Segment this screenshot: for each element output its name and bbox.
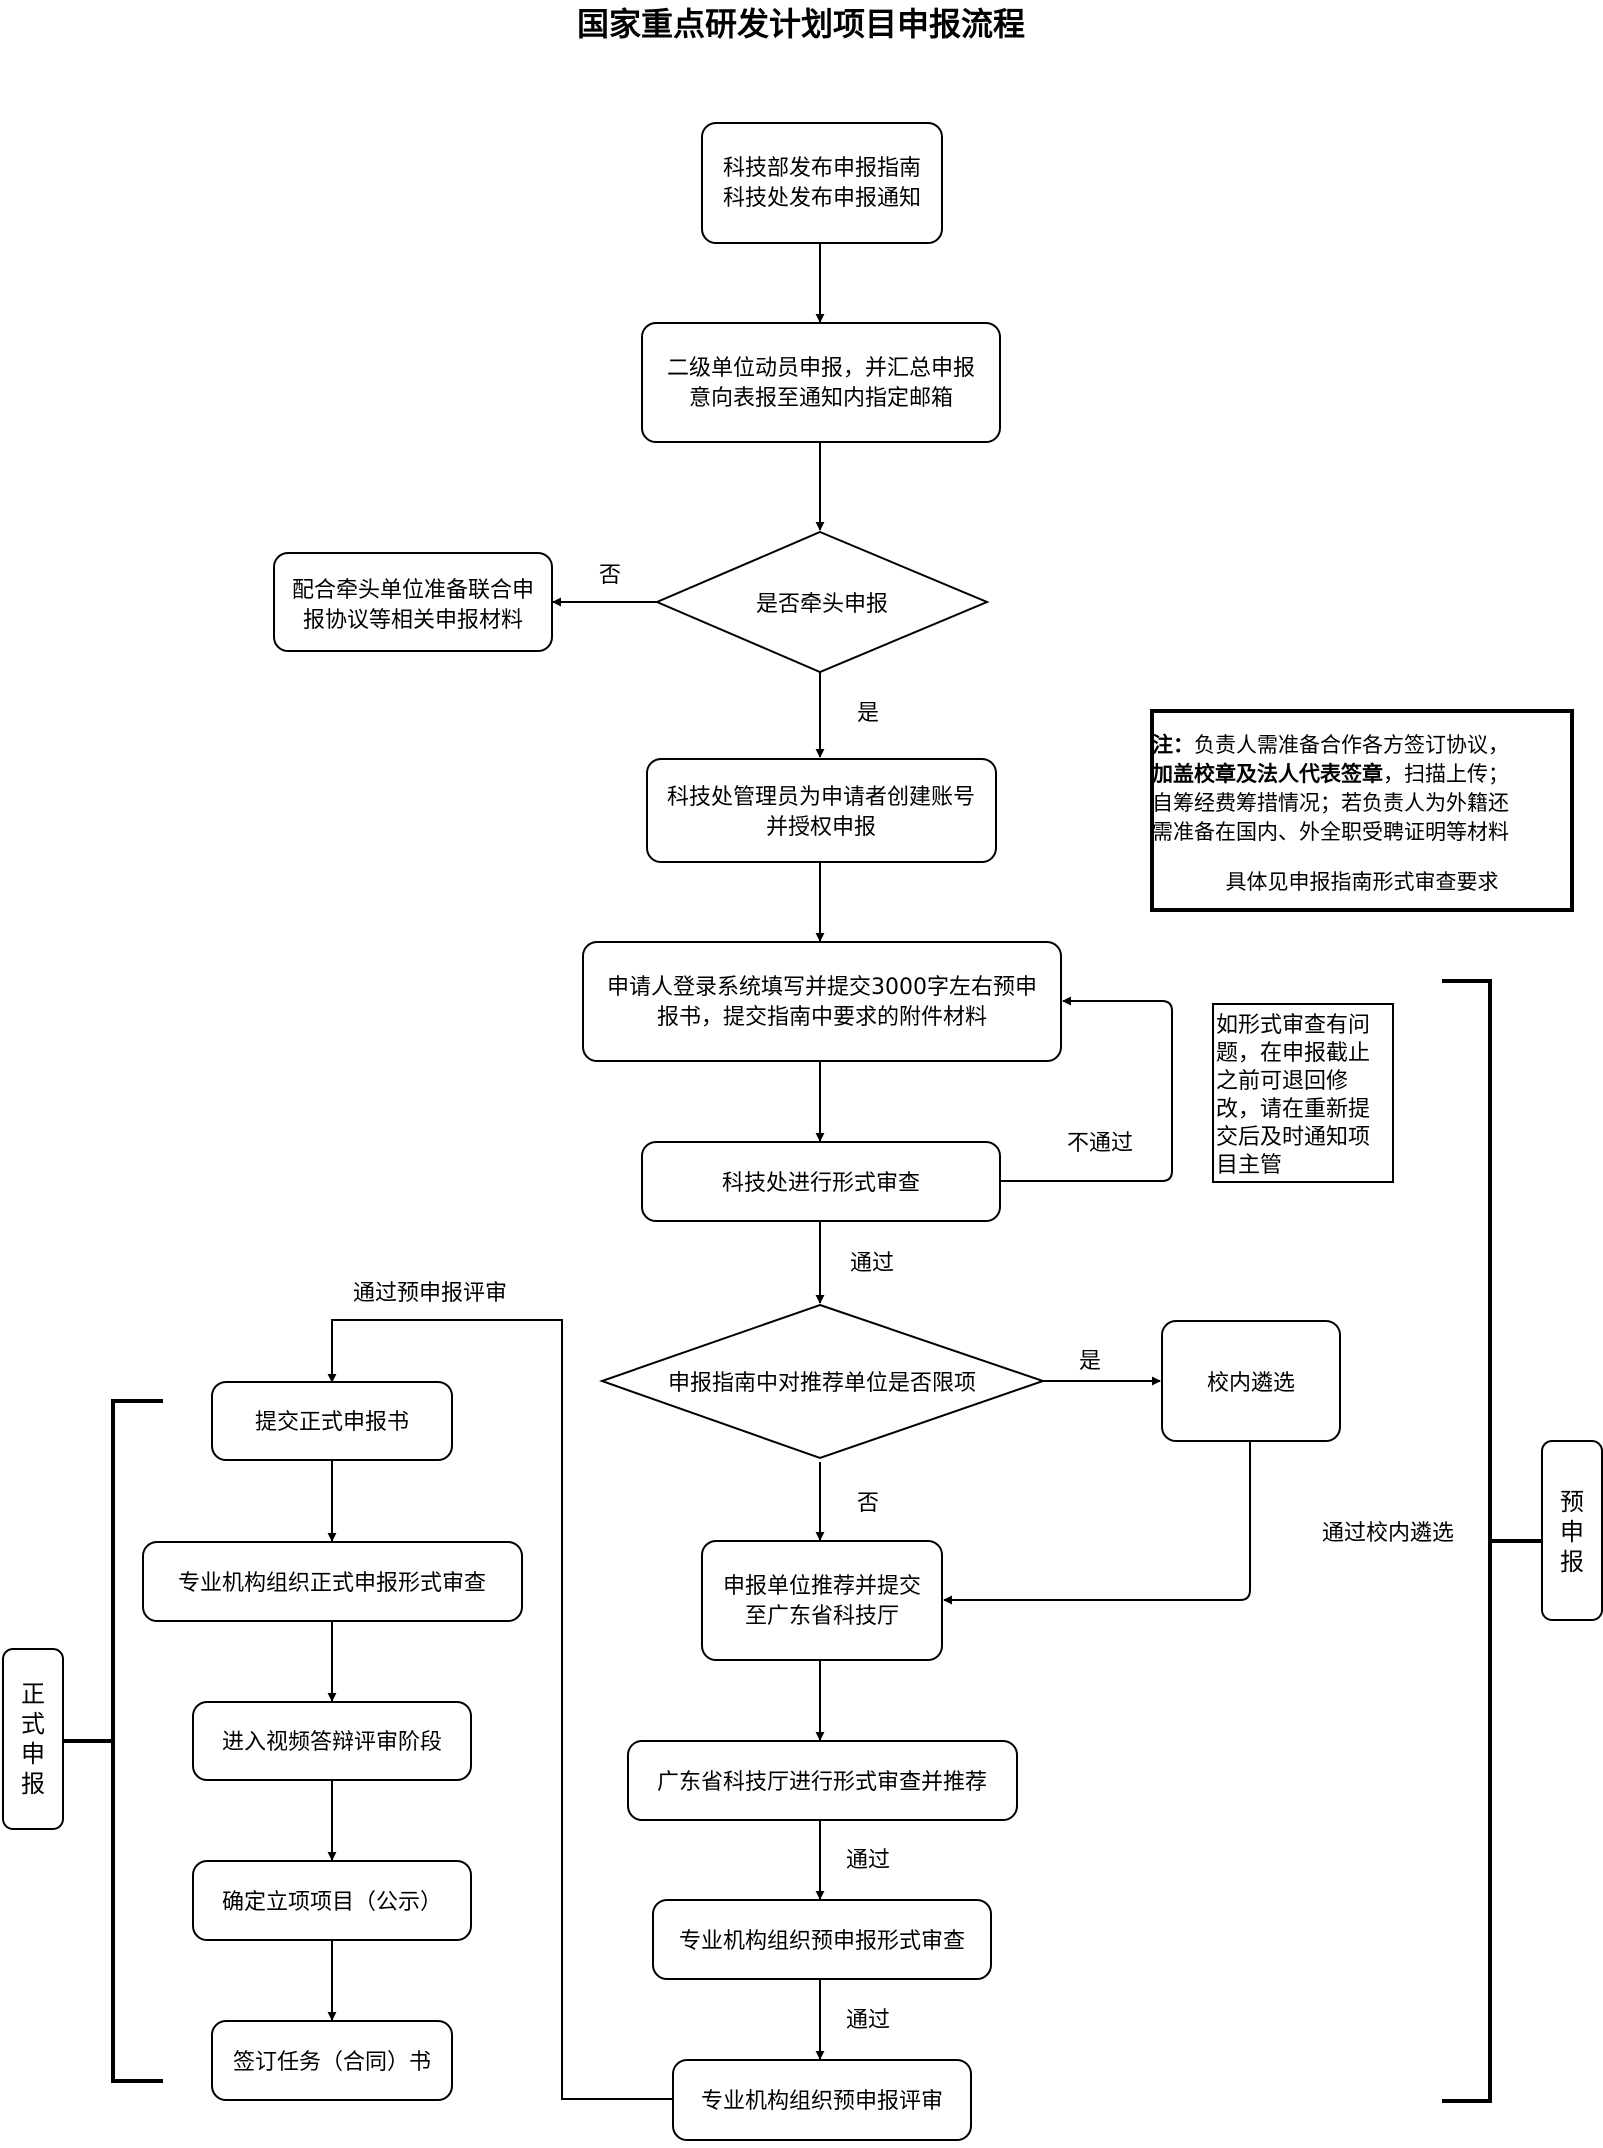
- decision-lead: 是否牵头申报: [654, 530, 990, 674]
- edge-label-pass-internal: 通过校内遴选: [1322, 1521, 1454, 1546]
- node-internal-selection: 校内遴选: [1161, 1320, 1341, 1442]
- node-sign-contract: 签订任务（合同）书: [211, 2020, 453, 2101]
- edge-label-no-lead: 否: [599, 563, 621, 588]
- svg-text:专业机构组织预申报评审: 专业机构组织预申报评审: [701, 2089, 943, 2114]
- svg-text:配合牵头单位准备联合申: 配合牵头单位准备联合申: [292, 578, 534, 603]
- svg-text:科技处进行形式审查: 科技处进行形式审查: [722, 1171, 920, 1196]
- node-video-defense: 进入视频答辩评审阶段: [192, 1701, 472, 1781]
- svg-text:目主管: 目主管: [1216, 1153, 1282, 1178]
- node-pre-formal-check: 专业机构组织预申报形式审查: [652, 1899, 992, 1980]
- edge-label-yes-limit: 是: [1079, 1349, 1101, 1374]
- edge-label-fail: 不通过: [1067, 1131, 1133, 1156]
- edge-label-pass3: 通过: [846, 2008, 890, 2033]
- svg-text:并授权申报: 并授权申报: [766, 815, 876, 840]
- node-pre-review: 专业机构组织预申报评审: [672, 2059, 972, 2141]
- svg-text:报协议等相关申报材料: 报协议等相关申报材料: [303, 608, 523, 633]
- node-publish-guide: 科技部发布申报指南 科技处发布申报通知: [701, 122, 943, 244]
- note-box: 注：负责人需准备合作各方签订协议， 加盖校章及法人代表签章，扫描上传； 自筹经费…: [1150, 709, 1574, 912]
- node-confirm-projects: 确定立项项目（公示）: [192, 1860, 472, 1941]
- edge-label-pass-pre-review: 通过预申报评审: [353, 1281, 507, 1306]
- side-note-box: 如形式审查有问 题，在申报截止 之前可退回修 改，请在重新提 交后及时通知项 目…: [1212, 1003, 1394, 1183]
- bracket-pre-application: [1442, 979, 1542, 2103]
- svg-text:专业机构组织预申报形式审查: 专业机构组织预申报形式审查: [679, 1929, 965, 1954]
- svg-text:申: 申: [21, 1740, 45, 1768]
- stage-formal-application: 正 式 申 报: [2, 1648, 64, 1830]
- node-submit-formal: 提交正式申报书: [211, 1381, 453, 1461]
- bracket-formal-application: [63, 1399, 163, 2083]
- node-gd-check: 广东省科技厅进行形式审查并推荐: [627, 1740, 1018, 1821]
- svg-text:申请人登录系统填写并提交3000字左右预申: 申请人登录系统填写并提交3000字左右预申: [607, 975, 1037, 1000]
- svg-text:式: 式: [21, 1710, 45, 1738]
- edge-n6-n7: [943, 1441, 1251, 1605]
- note-line3: 自筹经费筹措情况；若负责人为外籍还: [1152, 791, 1509, 815]
- stage-pre-application: 预 申 报: [1541, 1440, 1603, 1621]
- svg-text:加盖校章及法人代表签章，扫描上传；: 加盖校章及法人代表签章，扫描上传；: [1151, 762, 1509, 786]
- edge-label-pass1: 通过: [850, 1251, 894, 1276]
- svg-text:科技处管理员为申请者创建账号: 科技处管理员为申请者创建账号: [667, 785, 975, 810]
- svg-text:是否牵头申报: 是否牵头申报: [756, 592, 888, 617]
- svg-text:意向表报至通知内指定邮箱: 意向表报至通知内指定邮箱: [689, 386, 953, 411]
- svg-text:题，在申报截止: 题，在申报截止: [1216, 1041, 1370, 1066]
- note-bold: 加盖校章及法人代表签章: [1151, 762, 1383, 786]
- svg-text:确定立项项目（公示）: 确定立项项目（公示）: [222, 1890, 442, 1915]
- note-line2: ，扫描上传；: [1383, 762, 1509, 786]
- svg-text:申报指南中对推荐单位是否限项: 申报指南中对推荐单位是否限项: [668, 1371, 976, 1396]
- svg-text:改，请在重新提: 改，请在重新提: [1216, 1097, 1370, 1122]
- svg-text:签订任务（合同）书: 签订任务（合同）书: [233, 2050, 431, 2075]
- node-recommend-submit: 申报单位推荐并提交 至广东省科技厅: [701, 1540, 943, 1661]
- svg-text:进入视频答辩评审阶段: 进入视频答辩评审阶段: [222, 1730, 442, 1755]
- note-label: 注：: [1152, 733, 1194, 757]
- svg-text:广东省科技厅进行形式审查并推荐: 广东省科技厅进行形式审查并推荐: [657, 1770, 987, 1795]
- svg-text:申: 申: [1560, 1518, 1584, 1546]
- svg-text:提交正式申报书: 提交正式申报书: [255, 1410, 409, 1435]
- svg-text:专业机构组织正式申报形式审查: 专业机构组织正式申报形式审查: [178, 1571, 486, 1596]
- note-line5: 具体见申报指南形式审查要求: [1226, 870, 1499, 894]
- note-line4: 需准备在国内、外全职受聘证明等材料: [1152, 820, 1509, 844]
- edge-n5-n4-fail: [1000, 996, 1173, 1182]
- svg-text:报书，提交指南中要求的附件材料: 报书，提交指南中要求的附件材料: [657, 1005, 987, 1030]
- svg-text:报: 报: [1560, 1548, 1584, 1576]
- edge-label-yes-lead: 是: [857, 701, 879, 726]
- svg-text:之前可退回修: 之前可退回修: [1216, 1069, 1348, 1094]
- svg-text:注：负责人需准备合作各方签订协议，: 注：负责人需准备合作各方签订协议，: [1152, 733, 1509, 757]
- svg-text:二级单位动员申报，并汇总申报: 二级单位动员申报，并汇总申报: [667, 356, 975, 381]
- node-mobilize: 二级单位动员申报，并汇总申报 意向表报至通知内指定邮箱: [641, 322, 1001, 443]
- svg-text:科技处发布申报通知: 科技处发布申报通知: [723, 186, 921, 211]
- node-formal-format-check: 专业机构组织正式申报形式审查: [142, 1541, 523, 1622]
- svg-text:如形式审查有问: 如形式审查有问: [1216, 1013, 1370, 1038]
- decision-limit: 申报指南中对推荐单位是否限项: [598, 1303, 1047, 1460]
- diagram-title: 国家重点研发计划项目申报流程: [577, 5, 1025, 43]
- svg-text:校内遴选: 校内遴选: [1207, 1371, 1295, 1396]
- node-create-account: 科技处管理员为申请者创建账号 并授权申报: [646, 758, 997, 863]
- edge-label-pass2: 通过: [846, 1848, 890, 1873]
- edge-label-no-limit: 否: [857, 1491, 879, 1516]
- svg-text:至广东省科技厅: 至广东省科技厅: [745, 1604, 899, 1629]
- svg-text:预: 预: [1560, 1488, 1584, 1516]
- node-fill-system: 申请人登录系统填写并提交3000字左右预申 报书，提交指南中要求的附件材料: [582, 941, 1062, 1062]
- svg-text:科技部发布申报指南: 科技部发布申报指南: [723, 156, 921, 181]
- svg-text:正: 正: [21, 1680, 45, 1708]
- svg-text:报: 报: [21, 1770, 45, 1798]
- svg-text:交后及时通知项: 交后及时通知项: [1216, 1125, 1370, 1150]
- edge-n10-f1: [327, 1319, 672, 2100]
- note-line1: 负责人需准备合作各方签订协议，: [1194, 733, 1509, 757]
- node-formal-check: 科技处进行形式审查: [641, 1141, 1001, 1222]
- node-joint-materials: 配合牵头单位准备联合申 报协议等相关申报材料: [273, 552, 553, 652]
- svg-text:申报单位推荐并提交: 申报单位推荐并提交: [723, 1574, 921, 1599]
